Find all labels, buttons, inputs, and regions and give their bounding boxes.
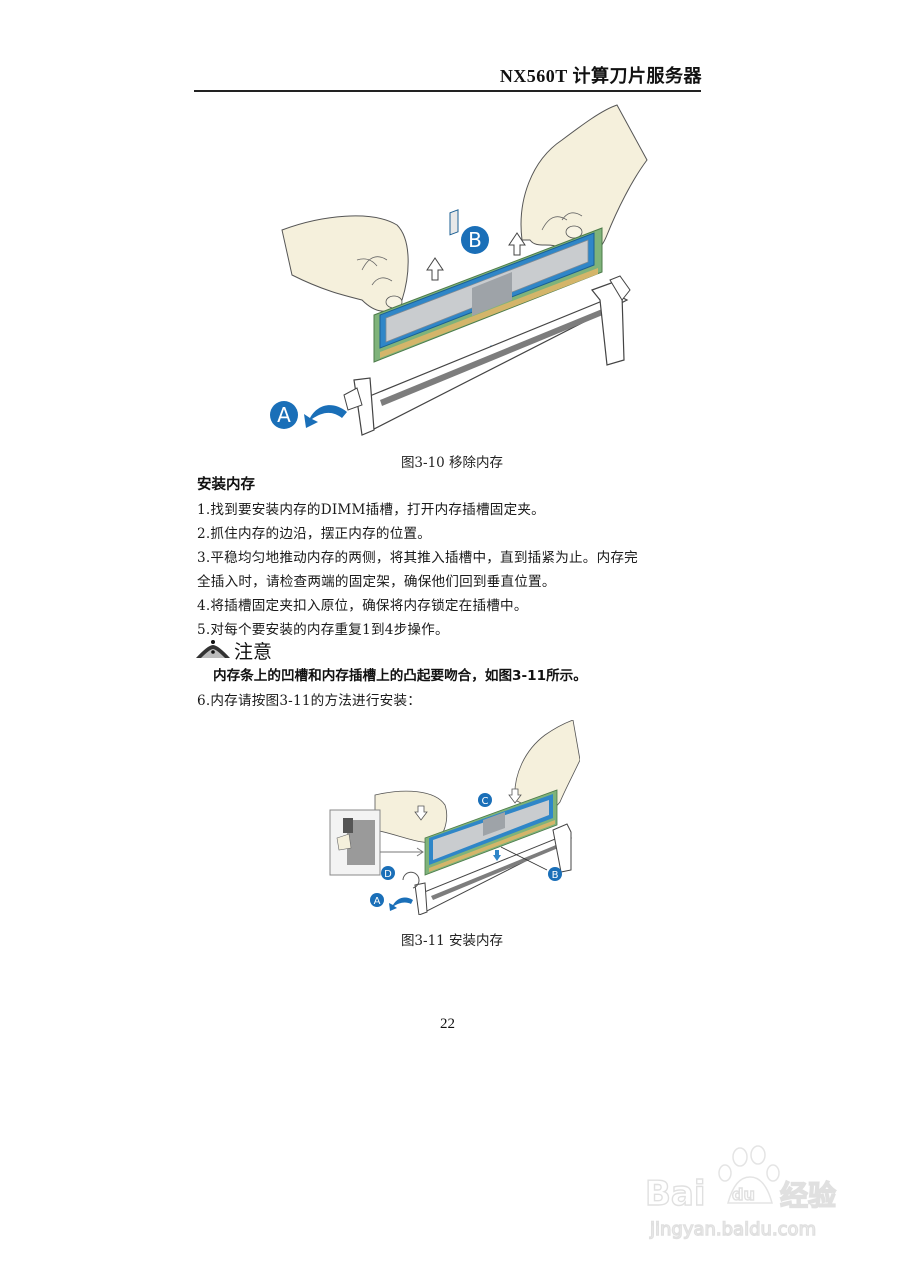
watermark-url: jingyan.baidu.com (649, 1219, 816, 1240)
note-label: 注意 (234, 641, 273, 663)
figure-3-10-caption: 图3-10 移除内存 (400, 455, 504, 471)
baidu-watermark: Bai du 经验 jingyan.baidu.com (640, 1145, 870, 1245)
dimm-install-illustration: C D B A (329, 719, 581, 916)
callout-c: C (482, 796, 489, 807)
step-4: 4.将插槽固定夹扣入原位，确保将内存锁定在插槽中。 (197, 598, 528, 614)
page-number: 22 (440, 1016, 455, 1032)
callout-d: D (384, 869, 392, 880)
header-rule (194, 90, 701, 92)
figure-3-11-caption: 图3-11 安装内存 (400, 933, 504, 949)
svg-text:du: du (732, 1185, 755, 1204)
document-header-title: NX560T 计算刀片服务器 (499, 66, 702, 86)
note-text: 内存条上的凹槽和内存插槽上的凸起要吻合，如图3-11所示。 (213, 668, 587, 684)
callout-a: A (277, 403, 291, 427)
step-3-continued: 全插入时，请检查两端的固定架，确保他们回到垂直位置。 (197, 574, 556, 590)
svg-text:经验: 经验 (780, 1179, 836, 1212)
caution-icon (196, 639, 230, 663)
step-5: 5.对每个要安装的内存重复1到4步操作。 (197, 622, 449, 638)
step-2: 2.抓住内存的边沿，摆正内存的位置。 (197, 526, 432, 542)
step-3: 3.平稳均匀地推动内存的两侧，将其推入插槽中，直到插紧为止。内存完 (197, 550, 638, 566)
figure-remove-memory: B A (262, 100, 652, 440)
dimm-removal-illustration: B A (270, 104, 648, 436)
callout-a: A (374, 896, 381, 907)
paw-icon (718, 1145, 780, 1204)
step-1: 1.找到要安装内存的DIMM插槽，打开内存插槽固定夹。 (197, 502, 545, 518)
callout-b: B (552, 870, 559, 881)
watermark-brand: Bai (645, 1174, 706, 1214)
callout-b: B (468, 228, 482, 252)
note-heading: 注意 (196, 637, 272, 663)
step-6: 6.内存请按图3-11的方法进行安装： (197, 693, 422, 709)
figure-install-memory: C D B A (325, 719, 581, 916)
section-title: 安装内存 (197, 477, 255, 493)
